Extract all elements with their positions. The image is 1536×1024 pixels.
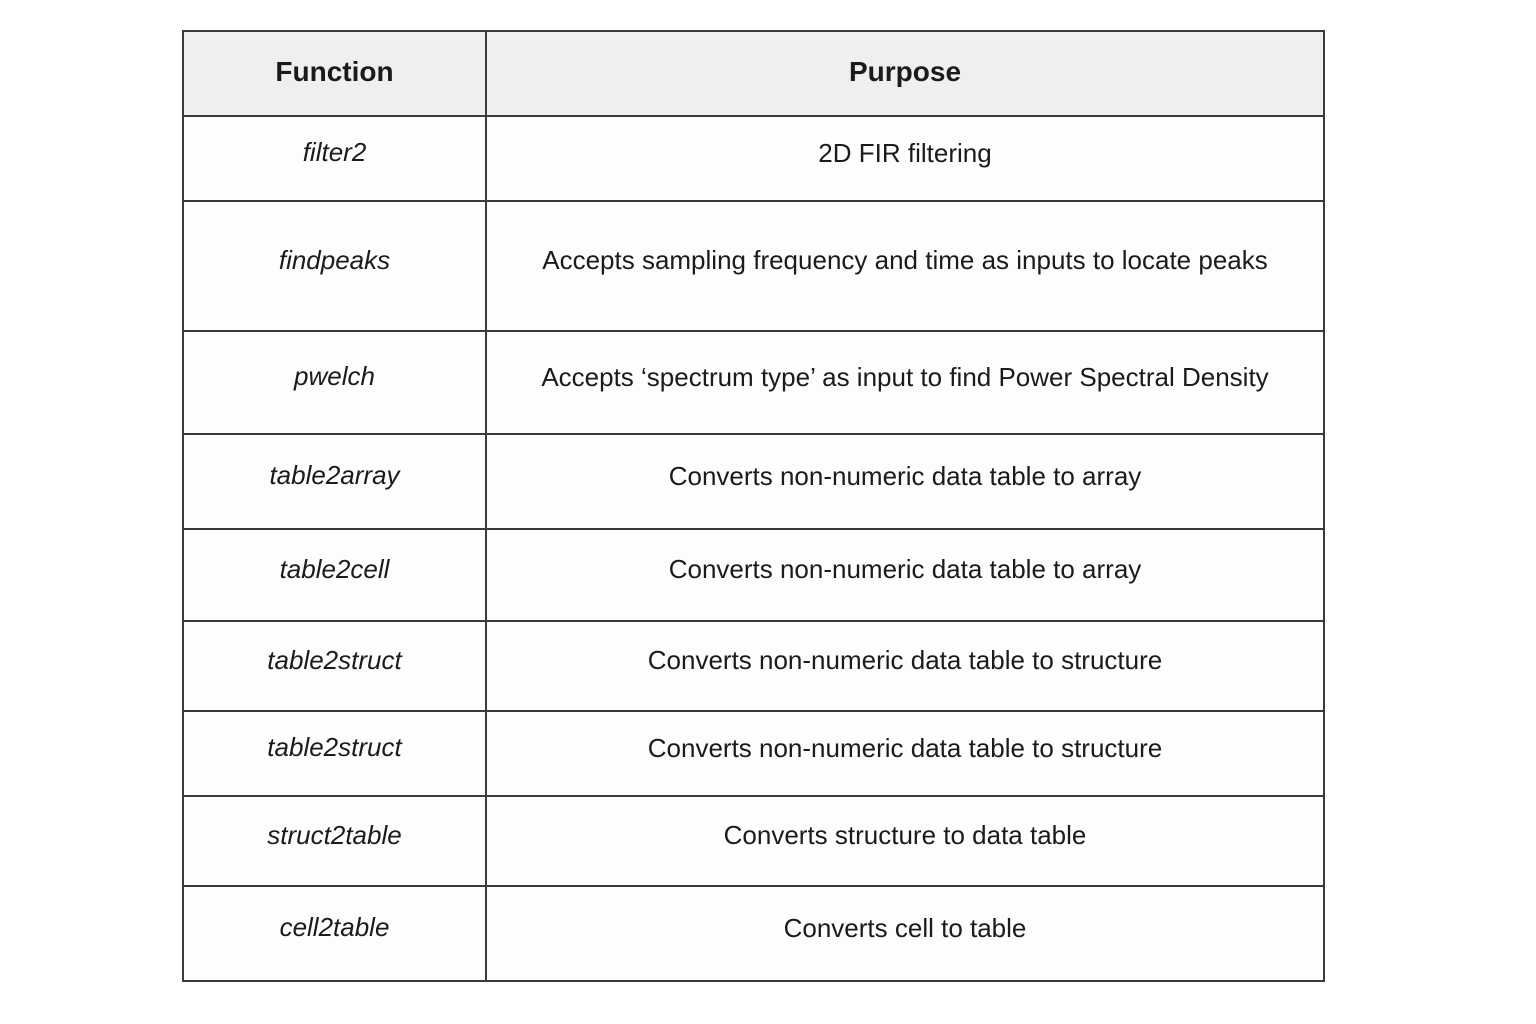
table-body: filter2 2D FIR filtering findpeaks Accep… (182, 115, 1325, 982)
function-cell: table2struct (182, 620, 487, 712)
function-name: findpeaks (278, 244, 391, 275)
purpose-cell: Converts non-numeric data table to array (485, 433, 1325, 530)
function-cell: pwelch (182, 330, 487, 435)
function-name: pwelch (294, 361, 375, 391)
function-cell: struct2table (182, 795, 487, 887)
purpose-text: Converts non-numeric data table to array (668, 554, 1142, 584)
table-header: Function Purpose (182, 30, 1325, 117)
function-name: table2array (269, 460, 400, 490)
purpose-text: Converts non-numeric data table to struc… (647, 645, 1163, 675)
function-name: table2struct (267, 644, 402, 675)
purpose-cell: Converts non-numeric data table to array (485, 528, 1325, 622)
function-purpose-table: Function Purpose filter2 2D FIR filterin… (182, 30, 1325, 982)
purpose-text: Converts non-numeric data table to struc… (647, 732, 1163, 763)
purpose-cell: Converts structure to data table (485, 795, 1325, 887)
function-name: cell2table (279, 912, 390, 942)
function-name: table2struct (267, 732, 402, 762)
table-row: findpeaks Accepts sampling frequency and… (182, 200, 1325, 332)
function-name: table2cell (279, 553, 390, 584)
function-cell: findpeaks (182, 200, 487, 332)
purpose-text: Accepts ‘spectrum type’ as input to find… (541, 361, 1269, 392)
table-row: filter2 2D FIR filtering (182, 115, 1325, 202)
purpose-text: Converts cell to table (783, 912, 1027, 943)
purpose-cell: 2D FIR filtering (485, 115, 1325, 202)
table-row: table2struct Converts non-numeric data t… (182, 620, 1325, 712)
purpose-cell: Accepts sampling frequency and time as i… (485, 200, 1325, 332)
function-cell: table2array (182, 433, 487, 530)
function-name: struct2table (267, 819, 402, 850)
purpose-cell: Converts cell to table (485, 885, 1325, 982)
purpose-cell: Converts non-numeric data table to struc… (485, 710, 1325, 797)
function-cell: cell2table (182, 885, 487, 982)
function-cell: table2struct (182, 710, 487, 797)
purpose-cell: Accepts ‘spectrum type’ as input to find… (485, 330, 1325, 435)
table-row: cell2table Converts cell to table (182, 885, 1325, 982)
purpose-text: Accepts sampling frequency and time as i… (542, 245, 1268, 275)
purpose-text: Converts non-numeric data table to array (668, 460, 1142, 491)
table-row: table2array Converts non-numeric data ta… (182, 433, 1325, 530)
header-purpose: Purpose (485, 30, 1325, 117)
table-row: table2struct Converts non-numeric data t… (182, 710, 1325, 797)
purpose-cell: Converts non-numeric data table to struc… (485, 620, 1325, 712)
function-purpose-table-container: Function Purpose filter2 2D FIR filterin… (182, 30, 1325, 982)
header-row: Function Purpose (182, 30, 1325, 117)
purpose-text: Converts structure to data table (723, 820, 1087, 850)
function-cell: filter2 (182, 115, 487, 202)
function-name: filter2 (302, 137, 367, 167)
table-row: struct2table Converts structure to data … (182, 795, 1325, 887)
table-row: table2cell Converts non-numeric data tab… (182, 528, 1325, 622)
function-cell: table2cell (182, 528, 487, 622)
header-function: Function (182, 30, 487, 117)
purpose-text: 2D FIR filtering (818, 137, 992, 168)
table-row: pwelch Accepts ‘spectrum type’ as input … (182, 330, 1325, 435)
